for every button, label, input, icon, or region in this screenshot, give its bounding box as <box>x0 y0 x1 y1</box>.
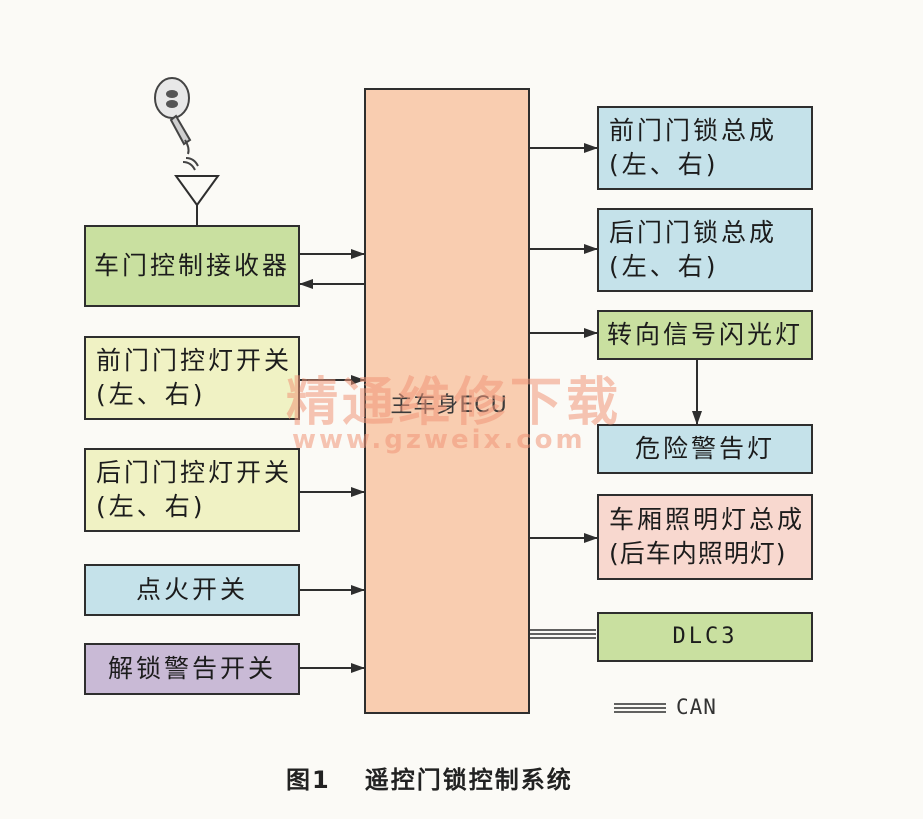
room-lamp-assembly: 车厢照明灯总成 (后车内照明灯) <box>597 494 813 580</box>
front-door-lock-assembly: 前门门锁总成 (左、右) <box>597 106 813 190</box>
ignition-switch-label: 点火开关 <box>135 575 248 604</box>
can-line <box>530 629 596 639</box>
figure-title: 遥控门锁控制系统 <box>364 766 573 794</box>
ignition-switch: 点火开关 <box>84 564 300 616</box>
antenna-icon <box>174 175 220 226</box>
can-legend-symbol <box>614 703 666 713</box>
room-lamp-line1: 车厢照明灯总成 <box>609 505 806 534</box>
front-door-switch-line1: 前门门控灯开关 <box>96 346 293 375</box>
main-body-ecu <box>364 88 530 714</box>
key-fob-icon <box>154 77 199 171</box>
can-legend-label: CAN <box>676 695 717 719</box>
rear-door-lock-line1: 后门门锁总成 <box>609 218 778 247</box>
room-lamp-line2: (后车内照明灯) <box>609 539 787 568</box>
front-door-lock-line2: (左、右) <box>609 150 719 179</box>
unlock-warning-switch-label: 解锁警告开关 <box>107 654 276 683</box>
turn-signal-label: 转向信号闪光灯 <box>606 320 803 349</box>
hazard-lamp-label: 危险警告灯 <box>634 434 775 463</box>
dlc3-connector: DLC3 <box>597 612 813 662</box>
rear-door-switch-line1: 后门门控灯开关 <box>96 458 293 487</box>
rear-door-lock-line2: (左、右) <box>609 252 719 281</box>
rear-door-courtesy-switch: 后门门控灯开关 (左、右) <box>84 448 300 532</box>
rear-door-switch-line2: (左、右) <box>96 492 206 521</box>
dlc3-label: DLC3 <box>672 624 738 649</box>
hazard-warning-lamp: 危险警告灯 <box>597 424 813 474</box>
door-control-receiver: 车门控制接收器 <box>84 225 300 307</box>
receiver-label: 车门控制接收器 <box>93 251 290 280</box>
front-door-lock-line1: 前门门锁总成 <box>609 116 778 145</box>
figure-caption: 图1 遥控门锁控制系统 <box>286 760 573 795</box>
unlock-warning-switch: 解锁警告开关 <box>84 643 300 695</box>
ecu-label: 主车身ECU <box>390 393 508 418</box>
rear-door-lock-assembly: 后门门锁总成 (左、右) <box>597 208 813 292</box>
turn-signal-flasher: 转向信号闪光灯 <box>597 310 813 360</box>
front-door-courtesy-switch: 前门门控灯开关 (左、右) <box>84 336 300 420</box>
front-door-switch-line2: (左、右) <box>96 380 206 409</box>
figure-number: 图1 <box>286 766 331 794</box>
